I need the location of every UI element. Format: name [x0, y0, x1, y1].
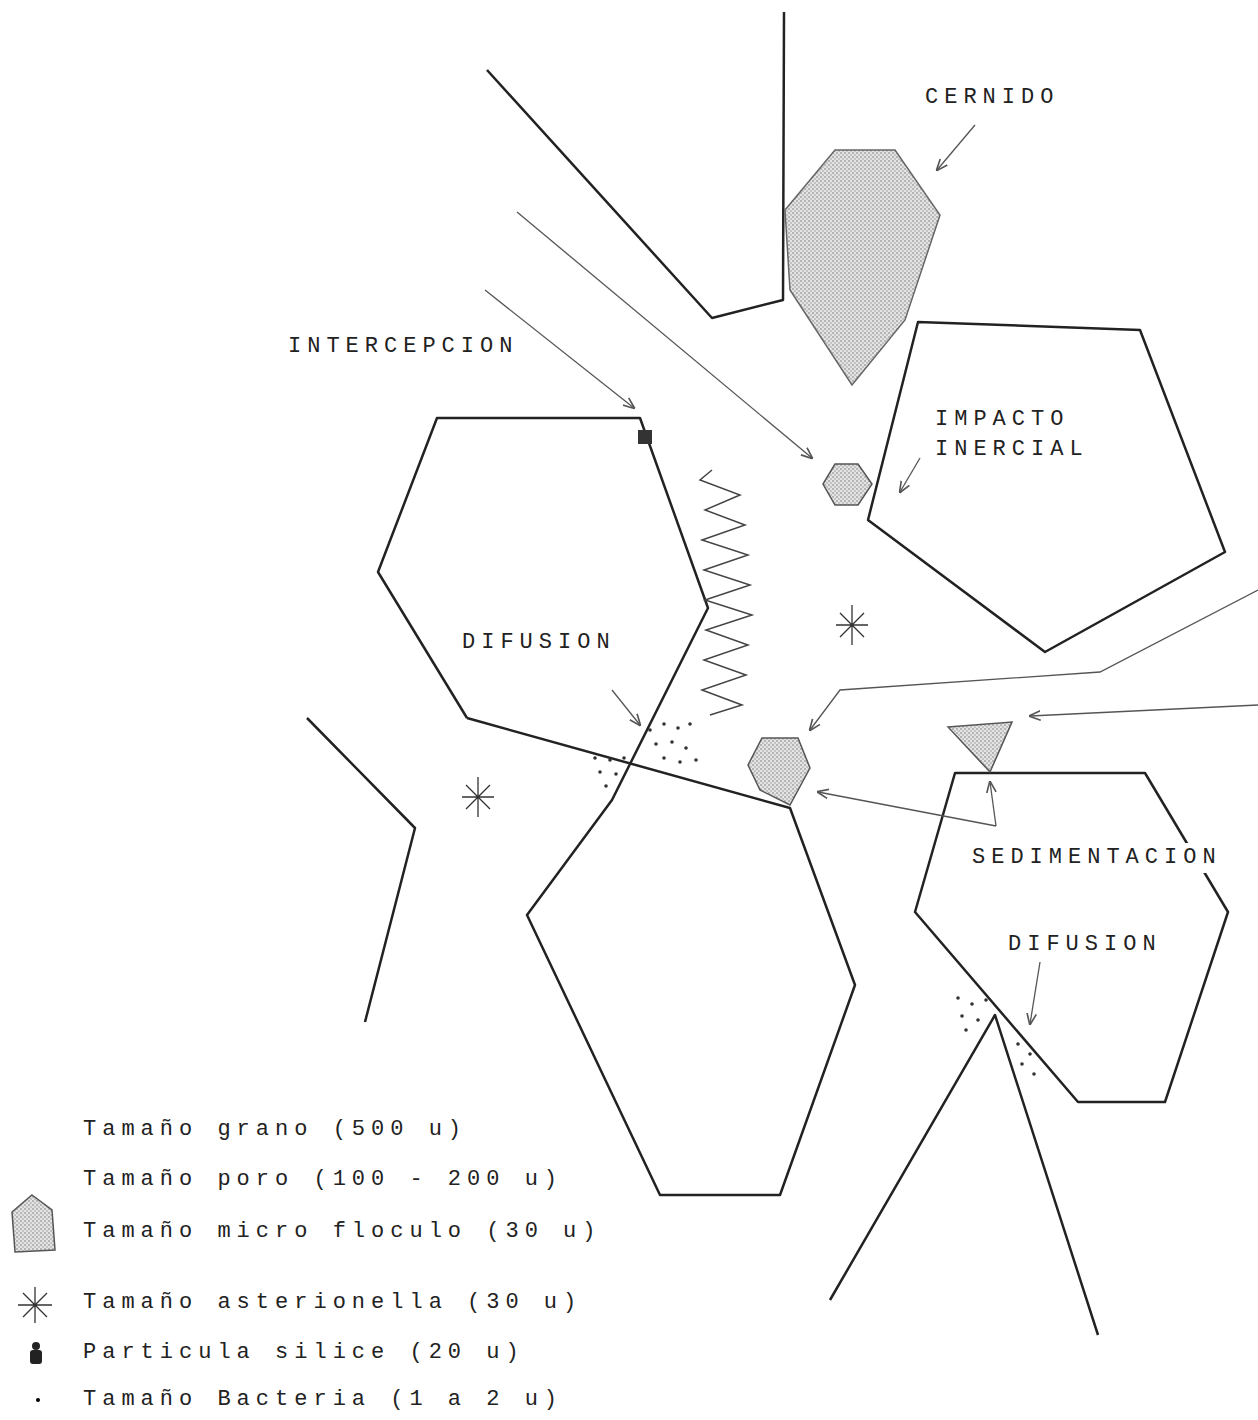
micro-floc	[823, 464, 872, 505]
legend-floc-sample	[12, 1195, 55, 1252]
flow-line	[1030, 705, 1258, 716]
leader-line	[612, 690, 640, 725]
legend-asterionella-sample	[18, 1287, 52, 1323]
mechanism-label: SEDIMENTACION	[970, 843, 1224, 873]
leader-line	[990, 782, 996, 826]
micro-floc	[748, 738, 810, 805]
mechanism-label: CERNIDO	[923, 83, 1061, 113]
mechanism-label: INTERCEPCION	[286, 332, 520, 362]
grain-edge	[830, 1015, 1098, 1335]
flow-line	[517, 212, 812, 458]
diffusion-path	[700, 470, 752, 715]
grain	[868, 322, 1225, 652]
leader-line	[937, 125, 975, 170]
mechanism-label: IMPACTO INERCIAL	[933, 405, 1107, 465]
legend-entry: Tamaño micro floculo (30 u)	[83, 1217, 601, 1247]
micro-floc	[948, 722, 1012, 772]
legend-entry: Particula silice (20 u)	[83, 1338, 525, 1368]
legend-entry: Tamaño asterionella (30 u)	[83, 1288, 582, 1318]
silica-particle	[638, 430, 652, 444]
legend-entry: Tamaño Bacteria (1 a 2 u)	[83, 1385, 563, 1415]
bacteria	[593, 722, 1036, 1076]
legend-entry: Tamaño grano (500 u)	[83, 1115, 467, 1145]
legend-bacteria-sample	[36, 1398, 40, 1402]
leader-line	[900, 458, 920, 492]
grain-wall	[307, 718, 415, 1022]
mechanism-label: DIFUSION	[1006, 930, 1164, 960]
mechanism-label: DIFUSION	[460, 628, 618, 658]
legend-silica-sample	[30, 1342, 42, 1364]
leader-line	[818, 792, 996, 826]
leader-line	[1030, 962, 1040, 1024]
grain-pair	[378, 418, 855, 1195]
flow-line	[810, 590, 1258, 730]
micro-floc	[785, 150, 940, 385]
grain-wall	[487, 12, 784, 318]
grain	[915, 773, 1228, 1102]
legend-entry: Tamaño poro (100 - 200 u)	[83, 1165, 563, 1195]
